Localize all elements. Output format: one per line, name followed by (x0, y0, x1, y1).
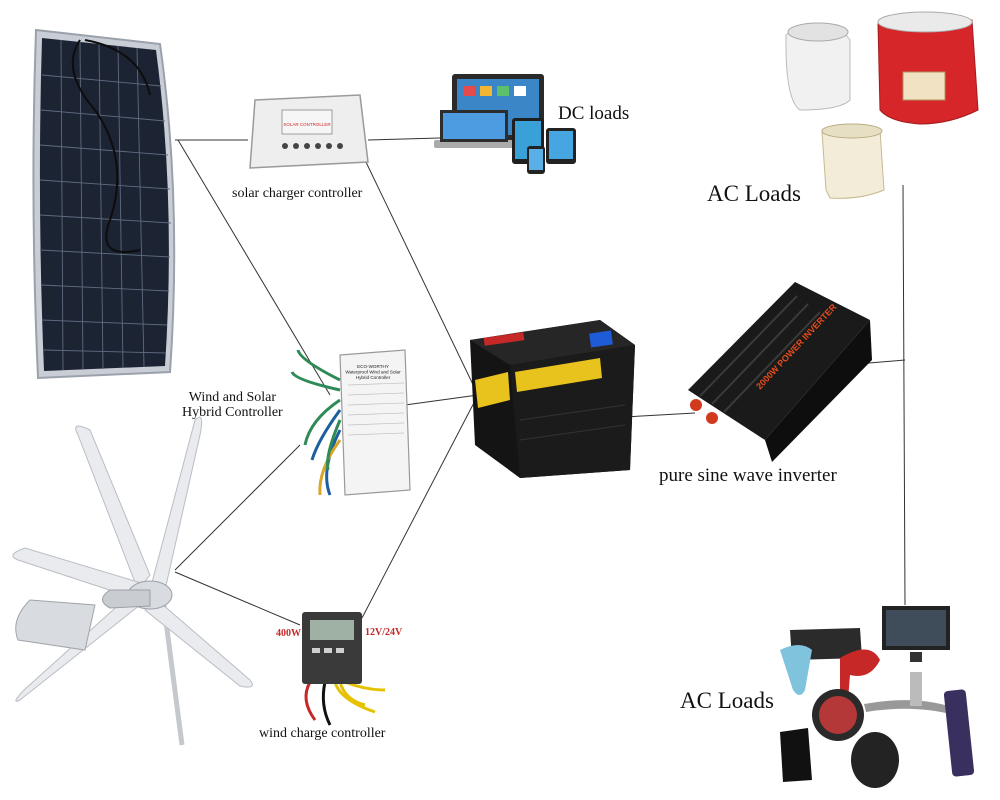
wind-turbine (12, 416, 253, 746)
ac-loads-top-appliances (785, 11, 979, 199)
connection-lines (174, 137, 906, 626)
solar-charger-controller-label: solar charger controller (232, 186, 363, 201)
wind-charge-controller-label: wind charge controller (259, 726, 386, 741)
dc-loads-label: DC loads (558, 103, 630, 124)
ac-loads-bottom-label: AC Loads (680, 688, 774, 713)
battery (470, 320, 635, 478)
wind-solar-hybrid-controller-label: Wind and Solar Hybrid Controller (182, 390, 283, 421)
ac-loads-top-label: AC Loads (707, 181, 801, 206)
ac-loads-bottom-appliances (780, 606, 975, 788)
line-wind-controller-to-battery (361, 394, 479, 619)
solar-charge-controller: SOLAR CONTROLLER (249, 94, 369, 169)
line-turbine-to-wind-controller (174, 571, 301, 626)
line-ac-bus-vertical (902, 184, 906, 606)
line-hybrid-to-battery (404, 394, 479, 406)
line-hybrid-to-turbine (174, 444, 301, 571)
solar-controller-face-text: SOLAR CONTROLLER (283, 122, 331, 127)
dc-loads-devices (434, 74, 576, 174)
line-charger-to-dc-loads (367, 137, 441, 141)
pure-sine-wave-inverter-label: pure sine wave inverter (659, 465, 837, 486)
line-panel-to-hybrid (177, 139, 331, 396)
controller-voltage-label: 12V/24V (365, 627, 403, 638)
line-battery-to-inverter (624, 412, 696, 418)
pure-sine-wave-inverter: 2000W POWER INVERTER (688, 282, 872, 462)
line-charger-to-battery (364, 159, 479, 396)
solar-panel (32, 28, 176, 380)
wind-charge-controller (302, 612, 386, 726)
turbine-power-label: 400W (276, 628, 301, 639)
